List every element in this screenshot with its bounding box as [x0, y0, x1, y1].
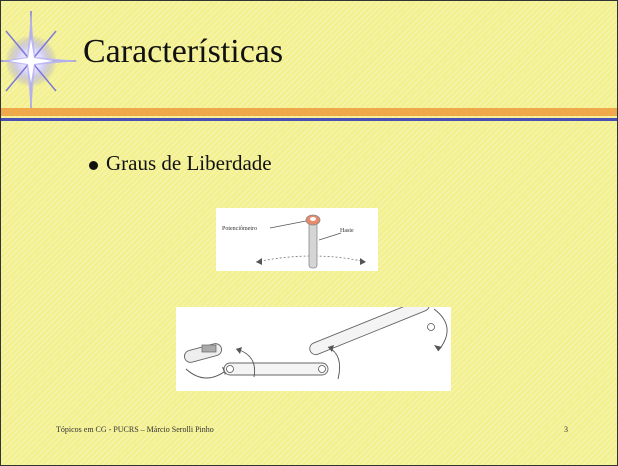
footer-text: Tópicos em CG - PUCRS – Márcio Serolli P…	[56, 425, 214, 434]
title-rule-blue	[1, 118, 617, 121]
bullet-text: Graus de Liberdade	[106, 151, 272, 175]
page-number: 3	[564, 425, 568, 434]
title-bar: Características	[1, 1, 617, 113]
slide-title: Características	[83, 33, 284, 70]
robot-arm-diagram	[183, 298, 448, 380]
potentiometer-diagram: Potenciômetro Haste	[222, 214, 367, 269]
label-rod: Haste	[340, 228, 354, 234]
bullet-dot-icon	[89, 160, 98, 170]
label-potentiometer: Potenciômetro	[222, 226, 257, 232]
potentiometer-figure: Potenciômetro Haste	[216, 208, 378, 271]
bullet-item: Graus de Liberdade	[89, 151, 272, 176]
title-rule-orange	[1, 108, 617, 116]
arm-figure	[176, 298, 451, 391]
starburst-icon	[1, 11, 79, 113]
